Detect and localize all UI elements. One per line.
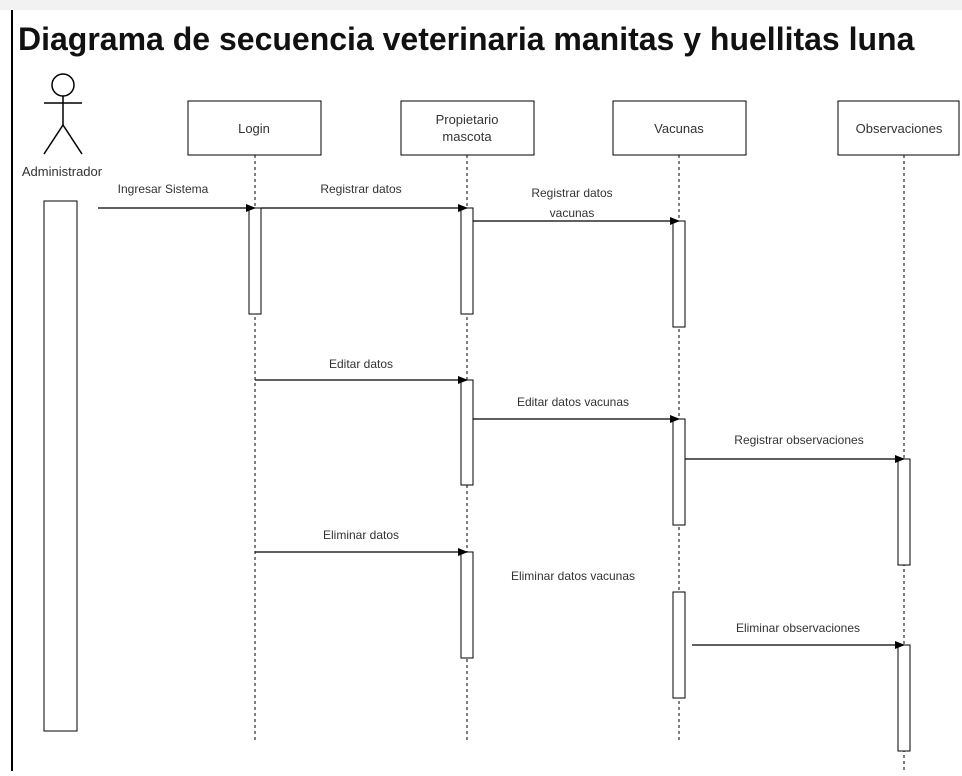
actor-label: Administrador: [22, 164, 103, 179]
actor-head-icon: [51, 73, 75, 97]
participant-box: [837, 100, 960, 156]
message-eliminar-datos-vacunas: Eliminar datos vacunas: [511, 569, 635, 583]
participant-label: Vacunas: [654, 121, 704, 136]
activation-propietario-3: [460, 551, 474, 659]
message-label: Eliminar datos vacunas: [511, 569, 635, 583]
message-label-line-2: vacunas: [550, 206, 595, 220]
message-editar-datos-vacunas: Editar datos vacunas: [473, 395, 680, 423]
participant-box: [612, 100, 747, 156]
message-eliminar-observaciones: Eliminar observaciones: [692, 621, 905, 649]
activation-vacunas-3: [672, 591, 686, 699]
participant-box: [187, 100, 322, 156]
participant-label-line-2: mascota: [442, 129, 492, 144]
actor-right-leg: [62, 124, 83, 155]
participant-propietario-mascota: Propietario mascota: [400, 100, 535, 740]
activation-propietario-2: [460, 379, 474, 486]
message-eliminar-datos: Eliminar datos: [255, 528, 468, 556]
message-label: Editar datos vacunas: [517, 395, 629, 409]
message-registrar-datos: Registrar datos: [261, 182, 468, 212]
actor-left-leg: [43, 124, 64, 155]
activation-observaciones-2: [897, 644, 911, 752]
top-band: [0, 0, 962, 10]
message-label: Registrar observaciones: [734, 433, 863, 447]
actor-activation-bar: [43, 200, 78, 732]
actor-administrador: Administrador: [22, 73, 103, 179]
activation-vacunas-1: [672, 220, 686, 328]
message-editar-datos: Editar datos: [255, 357, 468, 384]
message-label: Editar datos: [329, 357, 393, 371]
message-registrar-datos-vacunas: Registrar datos vacunas: [473, 186, 680, 225]
participant-label: Observaciones: [856, 121, 943, 136]
participant-box: [400, 100, 535, 156]
activation-vacunas-2: [672, 418, 686, 526]
message-registrar-observaciones: Registrar observaciones: [685, 433, 905, 463]
message-label: Ingresar Sistema: [118, 182, 209, 196]
message-label: Registrar datos: [320, 182, 401, 196]
participant-label-line-1: Propietario: [436, 112, 499, 127]
message-label: Eliminar observaciones: [736, 621, 860, 635]
message-label-line-1: Registrar datos: [531, 186, 612, 200]
message-ingresar-sistema: Ingresar Sistema: [98, 182, 256, 212]
activation-observaciones-1: [897, 458, 911, 566]
participant-login: Login: [187, 100, 322, 740]
message-label: Eliminar datos: [323, 528, 399, 542]
activation-propietario-1: [460, 207, 474, 315]
activation-login: [248, 207, 262, 315]
diagram-title: Diagrama de secuencia veterinaria manita…: [18, 21, 915, 57]
participant-label: Login: [238, 121, 270, 136]
